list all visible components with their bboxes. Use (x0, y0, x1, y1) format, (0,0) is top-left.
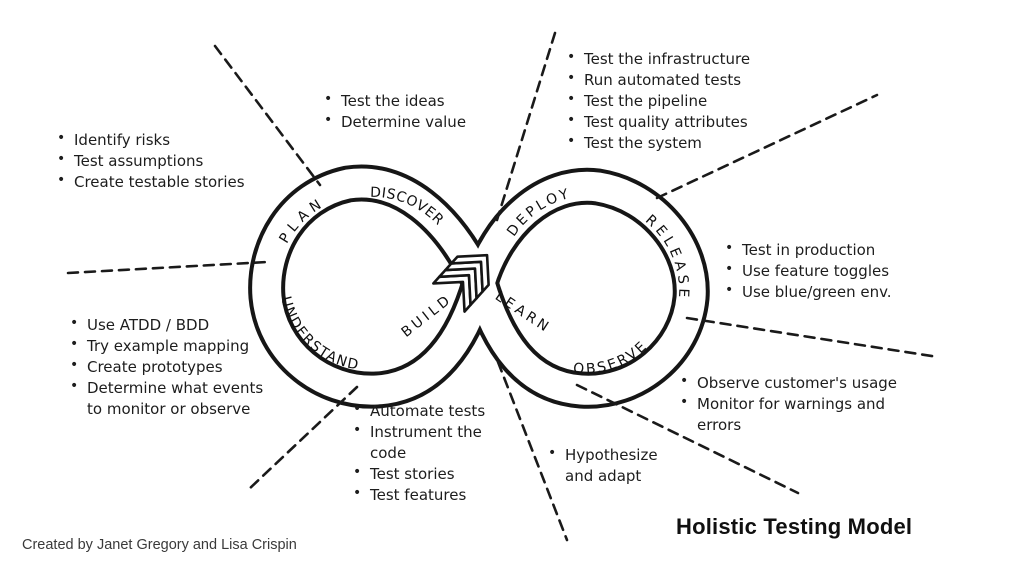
divider-bottom-right (575, 383, 800, 495)
note-learn: Hypothesize and adapt (546, 444, 666, 487)
note-list: Hypothesize and adapt (546, 444, 666, 487)
note-item: Create testable stories (55, 171, 285, 193)
note-item: Test the ideas (322, 90, 502, 112)
divider-bottom-left (246, 385, 359, 492)
note-item: Test features (351, 484, 491, 506)
divider-top-center (495, 31, 557, 222)
note-list: Test in production Use feature toggles U… (723, 239, 923, 303)
note-observe: Observe customer's usage Monitor for war… (678, 372, 910, 436)
note-list: Automate tests Instrument the code Test … (351, 400, 491, 506)
note-ideas: Test the ideas Determine value (322, 90, 502, 133)
center-chevrons-icon (432, 253, 490, 313)
diagram-title: Holistic Testing Model (676, 514, 913, 539)
note-deploy: Test the infrastructure Run automated te… (565, 48, 775, 154)
note-item: Use blue/green env. (723, 281, 923, 303)
note-list: Observe customer's usage Monitor for war… (678, 372, 910, 436)
note-item: Monitor for warnings and errors (678, 393, 910, 436)
note-item: Test the system (565, 132, 775, 154)
note-item: Determine value (322, 111, 502, 133)
note-item: Test assumptions (55, 150, 285, 172)
note-understand: Use ATDD / BDD Try example mapping Creat… (68, 314, 268, 420)
note-list: Identify risks Test assumptions Create t… (55, 129, 285, 193)
note-discover-plan: Identify risks Test assumptions Create t… (55, 129, 285, 193)
note-item: Test quality attributes (565, 111, 775, 133)
note-item: Test stories (351, 463, 491, 485)
note-item: Observe customer's usage (678, 372, 910, 394)
divider-bottom-center (496, 360, 569, 542)
note-list: Test the infrastructure Run automated te… (565, 48, 775, 154)
note-item: Run automated tests (565, 69, 775, 91)
note-item: Try example mapping (68, 335, 268, 357)
note-item: Automate tests (351, 400, 491, 422)
note-item: Test the pipeline (565, 90, 775, 112)
divider-top-left (213, 44, 322, 187)
divider-left (66, 260, 269, 275)
loop-label-discover: DISCOVER (370, 185, 447, 229)
note-list: Test the ideas Determine value (322, 90, 502, 133)
note-release: Test in production Use feature toggles U… (723, 239, 923, 303)
note-item: Determine what events to monitor or obse… (68, 377, 268, 420)
note-item: Instrument the code (351, 421, 491, 464)
loop-label-discover-text: DISCOVER (370, 185, 447, 229)
note-item: Test the infrastructure (565, 48, 775, 70)
divider-right (685, 316, 940, 359)
note-item: Use feature toggles (723, 260, 923, 282)
credit-line: Created by Janet Gregory and Lisa Crispi… (22, 537, 297, 553)
note-item: Test in production (723, 239, 923, 261)
note-item: Use ATDD / BDD (68, 314, 268, 336)
note-list: Use ATDD / BDD Try example mapping Creat… (68, 314, 268, 420)
note-item: Create prototypes (68, 356, 268, 378)
note-build: Automate tests Instrument the code Test … (351, 400, 491, 506)
note-item: Hypothesize and adapt (546, 444, 666, 487)
note-item: Identify risks (55, 129, 285, 151)
